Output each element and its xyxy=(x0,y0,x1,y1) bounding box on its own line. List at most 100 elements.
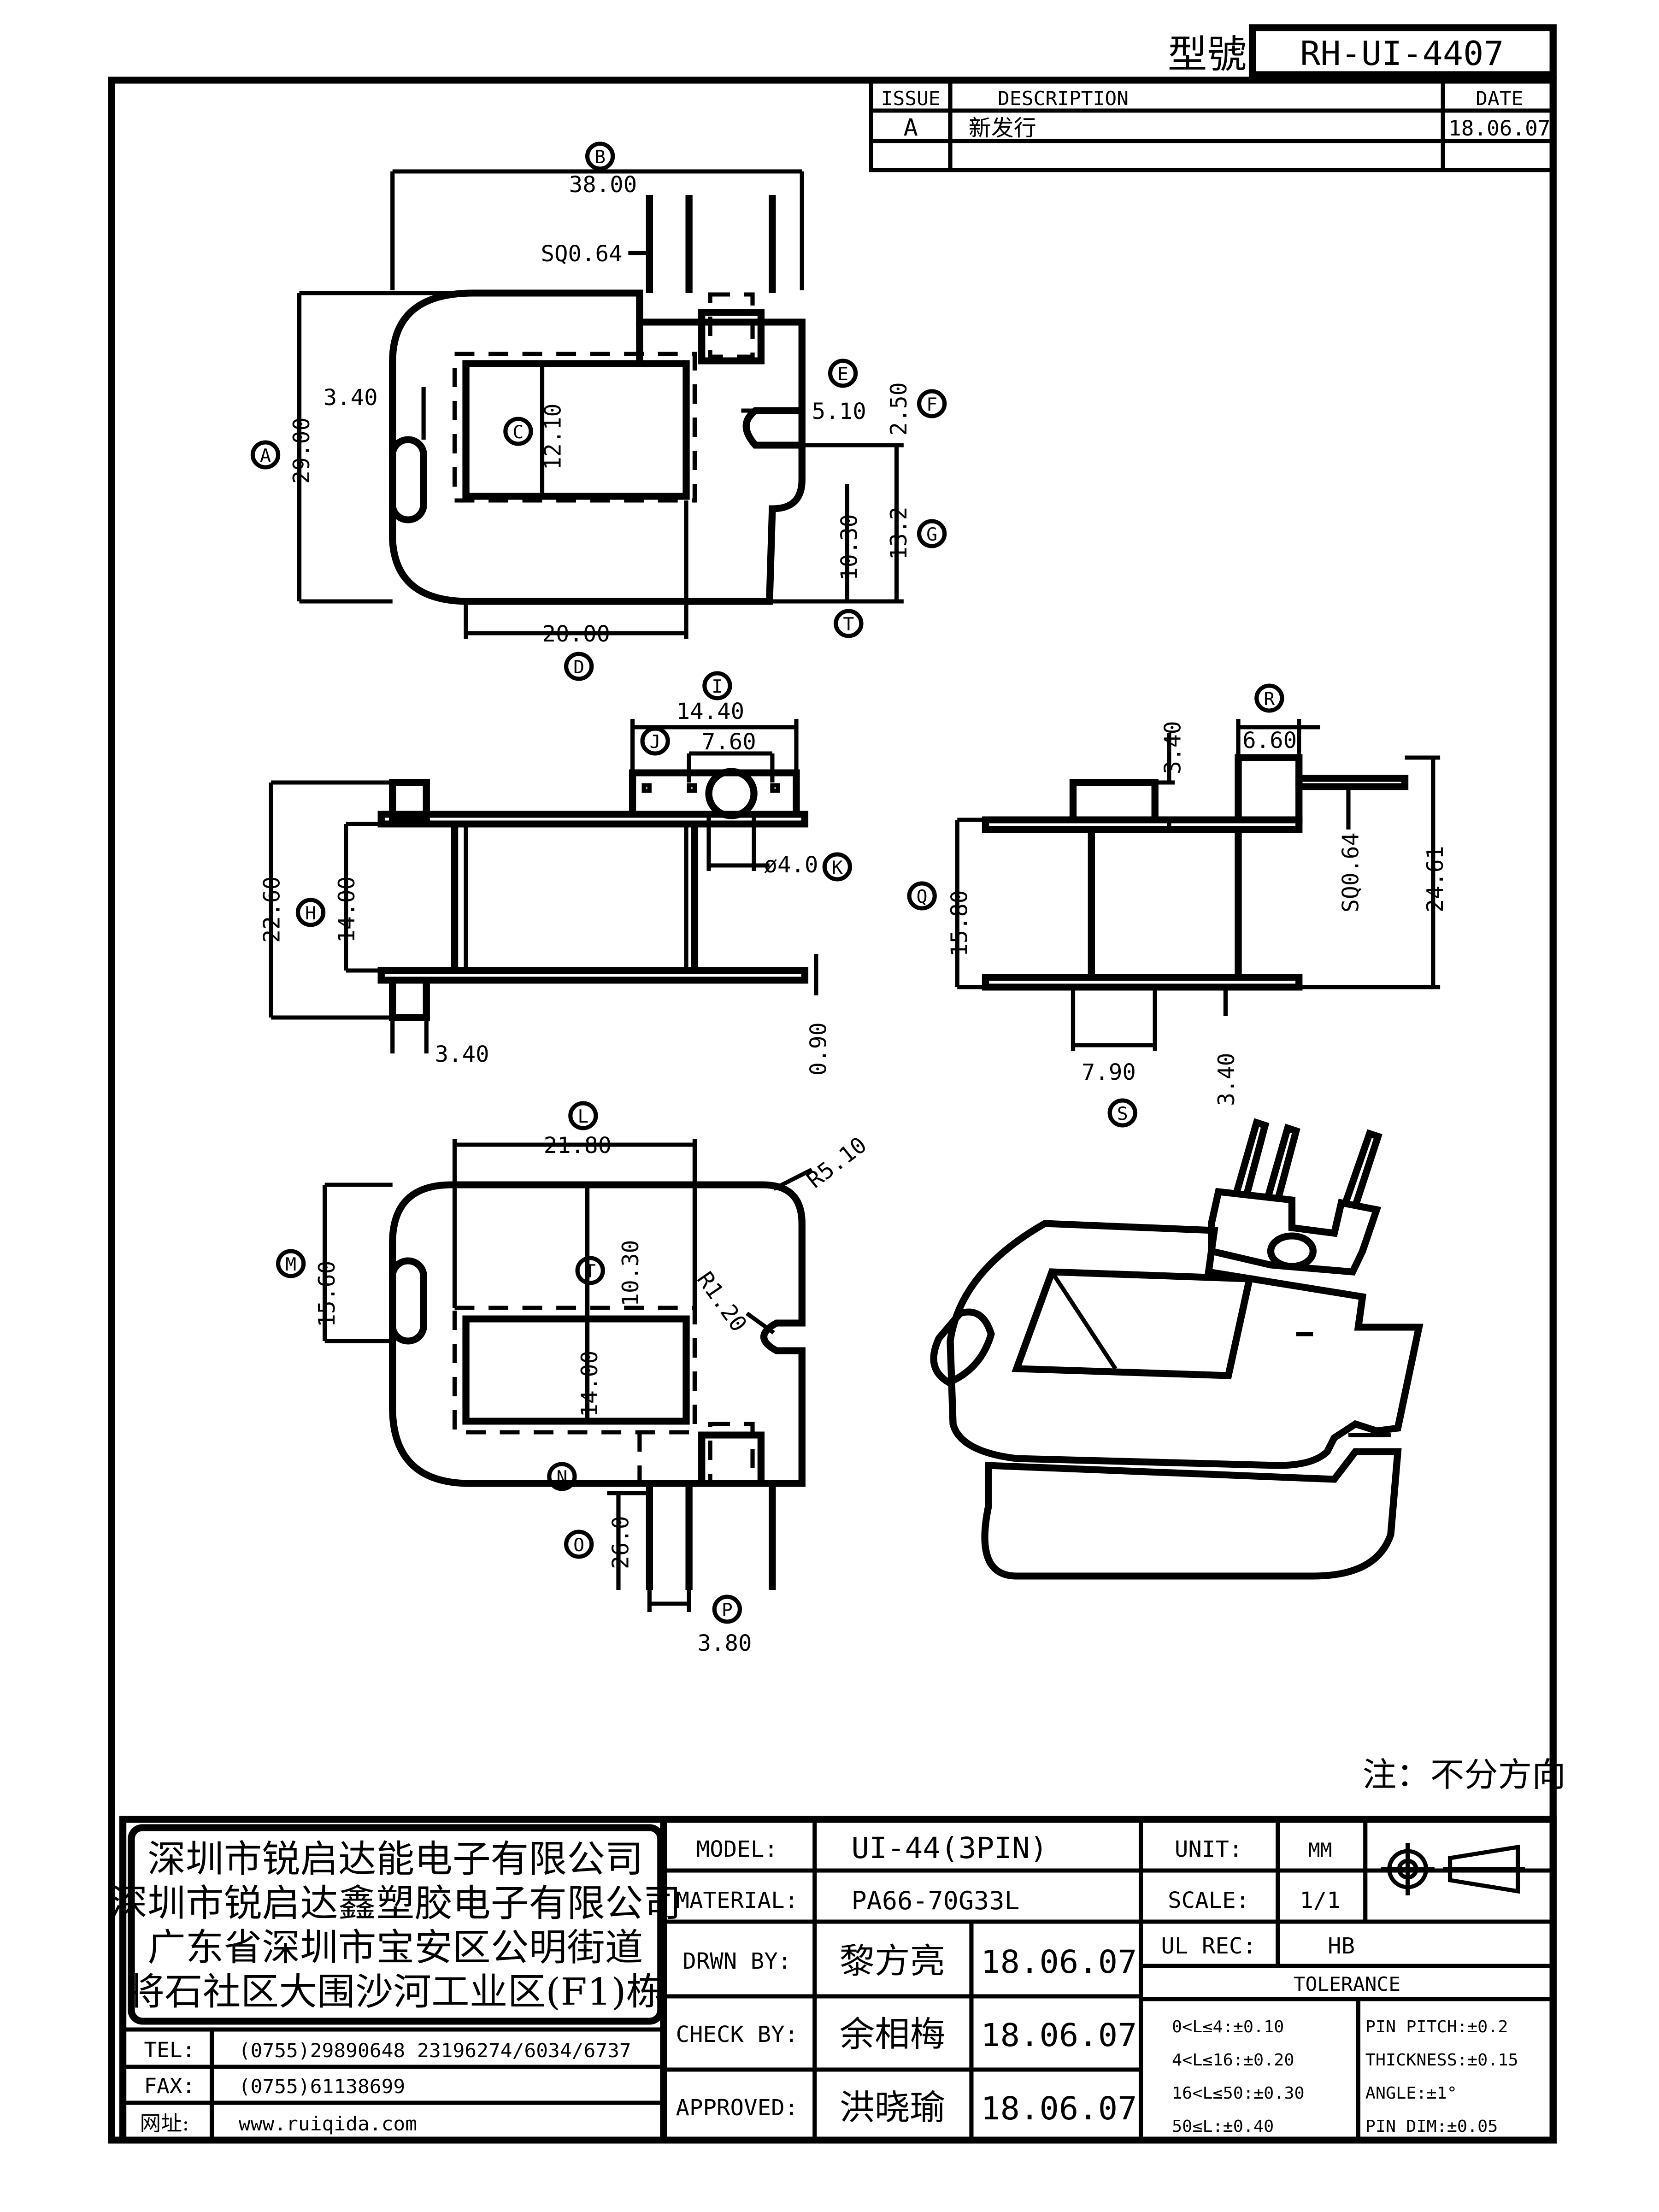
dim-15-80: 15.80 xyxy=(947,890,973,957)
company-line-1: 深圳市锐启达能电子有限公司 xyxy=(147,1838,643,1881)
callout-f: F xyxy=(926,394,937,415)
callout-d: D xyxy=(573,657,584,678)
iso-pin-3 xyxy=(1342,1129,1382,1207)
dim-22-60: 22.60 xyxy=(259,877,285,943)
front-view-boss-bottom xyxy=(389,977,430,1021)
dim-3-80: 3.80 xyxy=(698,1630,752,1656)
dim-26-0: 26.0 xyxy=(608,1516,634,1569)
side-view-boss xyxy=(1069,779,1159,824)
callout-p: P xyxy=(722,1600,733,1621)
material-value: PA66-70G33L xyxy=(851,1886,1019,1915)
callout-s: S xyxy=(1117,1103,1128,1124)
fax-value: (0755)61138699 xyxy=(239,2076,405,2098)
revision-table: ISSUE DESCRIPTION DATE A 新发行 18.06.07 xyxy=(869,78,1555,172)
tolerance-row-3: 16<L≤50:±0.30 xyxy=(1172,2083,1305,2103)
dim-13-2: 13.2 xyxy=(886,506,912,560)
bottom-view-pin-block xyxy=(698,1431,765,1487)
tolerance-row-2: 4<L≤16:±0.20 xyxy=(1172,2050,1294,2070)
drawn-by-date: 18.06.07 xyxy=(981,1944,1137,1981)
dim-3-40-front: 3.40 xyxy=(435,1041,489,1067)
direction-note: 注：不分方向 xyxy=(1363,1756,1566,1794)
callout-o: O xyxy=(573,1535,584,1556)
model-field-label: MODEL: xyxy=(696,1836,778,1862)
top-view-pin-block xyxy=(698,309,765,365)
dim-r5-10: R5.10 xyxy=(802,1132,871,1194)
isometric-view xyxy=(930,1118,1424,1580)
dim-0-90: 0.90 xyxy=(806,1022,832,1076)
top-view-slot xyxy=(742,407,802,449)
iso-boss xyxy=(930,1308,995,1387)
model-number: RH-UI-4407 xyxy=(1300,35,1504,73)
revision-header-description: DESCRIPTION xyxy=(998,88,1129,110)
model-field-value: UI-44(3PIN) xyxy=(851,1832,1047,1865)
dim-14-00-front: 14.00 xyxy=(334,877,360,943)
company-box xyxy=(128,1824,665,2025)
callout-i: I xyxy=(712,676,723,697)
dim-6-60: 6.60 xyxy=(1242,728,1297,753)
pin-pitch-tolerance: PIN PITCH:±0.2 xyxy=(1365,2017,1508,2036)
dim-3-40-top: 3.40 xyxy=(324,385,378,410)
bottom-view-boss xyxy=(389,1257,427,1345)
callout-b: B xyxy=(594,147,606,168)
scale-value: 1/1 xyxy=(1300,1888,1341,1913)
model-label: 型號 xyxy=(1168,32,1247,77)
iso-window xyxy=(1012,1268,1254,1379)
side-view-pin xyxy=(1295,775,1409,790)
callout-j: J xyxy=(650,731,661,753)
bottom-view: 21.80 R5.10 15.60 10.30 R1.20 14.00 26.0… xyxy=(276,1101,872,1656)
front-view-core xyxy=(451,820,699,974)
revision-issue: A xyxy=(903,114,918,141)
callout-a: A xyxy=(260,445,271,466)
bottom-view-window xyxy=(462,1315,690,1425)
angle-tolerance: ANGLE:±1° xyxy=(1365,2083,1457,2103)
iso-pin-header xyxy=(1208,1188,1382,1276)
dim-14-40: 14.40 xyxy=(677,699,745,724)
tolerance-label: TOLERANCE xyxy=(1294,1973,1400,1995)
title-block: 深圳市锐启达能电子有限公司 深圳市锐启达鑫塑胶电子有限公司 广东省深圳市宝安区公… xyxy=(109,1816,1557,2144)
tolerance-row-1: 0<L≤4:±0.10 xyxy=(1172,2017,1284,2036)
dim-2-50: 2.50 xyxy=(886,382,912,435)
callout-h: H xyxy=(305,903,316,924)
dim-sq0-64-side: SQ0.64 xyxy=(1338,833,1364,912)
callout-t-bottom: T xyxy=(585,1261,596,1282)
iso-top-flange xyxy=(947,1220,1424,1469)
dim-5-10: 5.10 xyxy=(812,399,866,424)
dim-20-00: 20.00 xyxy=(542,621,611,647)
dim-dia-4-0: ø4.0 xyxy=(764,852,818,877)
revision-description: 新发行 xyxy=(969,115,1036,141)
dim-3-40-side-bottom: 3.40 xyxy=(1213,1053,1240,1106)
check-by-date: 18.06.07 xyxy=(981,2017,1137,2054)
side-view-pin-block xyxy=(1235,754,1303,824)
dim-7-60: 7.60 xyxy=(702,729,756,754)
scale-label: SCALE: xyxy=(1168,1888,1249,1913)
drawn-by-label: DRWN BY: xyxy=(682,1948,791,1974)
company-line-2: 深圳市锐启达鑫塑胶电子有限公司 xyxy=(109,1882,681,1925)
bottom-view-outline xyxy=(389,1181,806,1487)
dim-21-80: 21.80 xyxy=(544,1133,612,1158)
pin-dim-tolerance: PIN DIM:±0.05 xyxy=(1365,2116,1498,2136)
front-view-hole xyxy=(705,768,758,819)
approved-name: 洪晓瑜 xyxy=(839,2088,945,2128)
dim-sq0-64-top: SQ0.64 xyxy=(541,241,622,266)
dim-12-10: 12.10 xyxy=(540,404,566,470)
model-number-header: 型號 RH-UI-4407 xyxy=(1168,24,1557,78)
ul-rec-label: UL REC: xyxy=(1161,1933,1256,1959)
callout-e: E xyxy=(837,364,848,385)
model-number-box xyxy=(1248,24,1557,78)
top-view-window xyxy=(462,360,690,500)
top-view-outline xyxy=(389,289,806,605)
revision-header-issue: ISSUE xyxy=(881,88,941,110)
front-view-pin-header xyxy=(629,769,800,818)
dim-10-30-top: 10.30 xyxy=(836,514,863,581)
top-view: 38.00 SQ0.64 3.40 29.00 12.10 5.10 2.50 … xyxy=(250,141,947,681)
callout-r: R xyxy=(1264,688,1275,710)
dim-14-00-bottom: 14.00 xyxy=(577,1351,603,1417)
unit-value: MM xyxy=(1308,1839,1332,1861)
iso-hole xyxy=(1267,1232,1317,1270)
check-by-name: 余相梅 xyxy=(839,2014,945,2054)
company-line-4: 将石社区大围沙河工业区(F1)栋 xyxy=(126,1971,664,2014)
top-view-boss xyxy=(389,436,427,524)
dim-7-90: 7.90 xyxy=(1082,1059,1136,1085)
material-label: MATERIAL: xyxy=(676,1888,799,1913)
callout-m: M xyxy=(285,1254,296,1275)
